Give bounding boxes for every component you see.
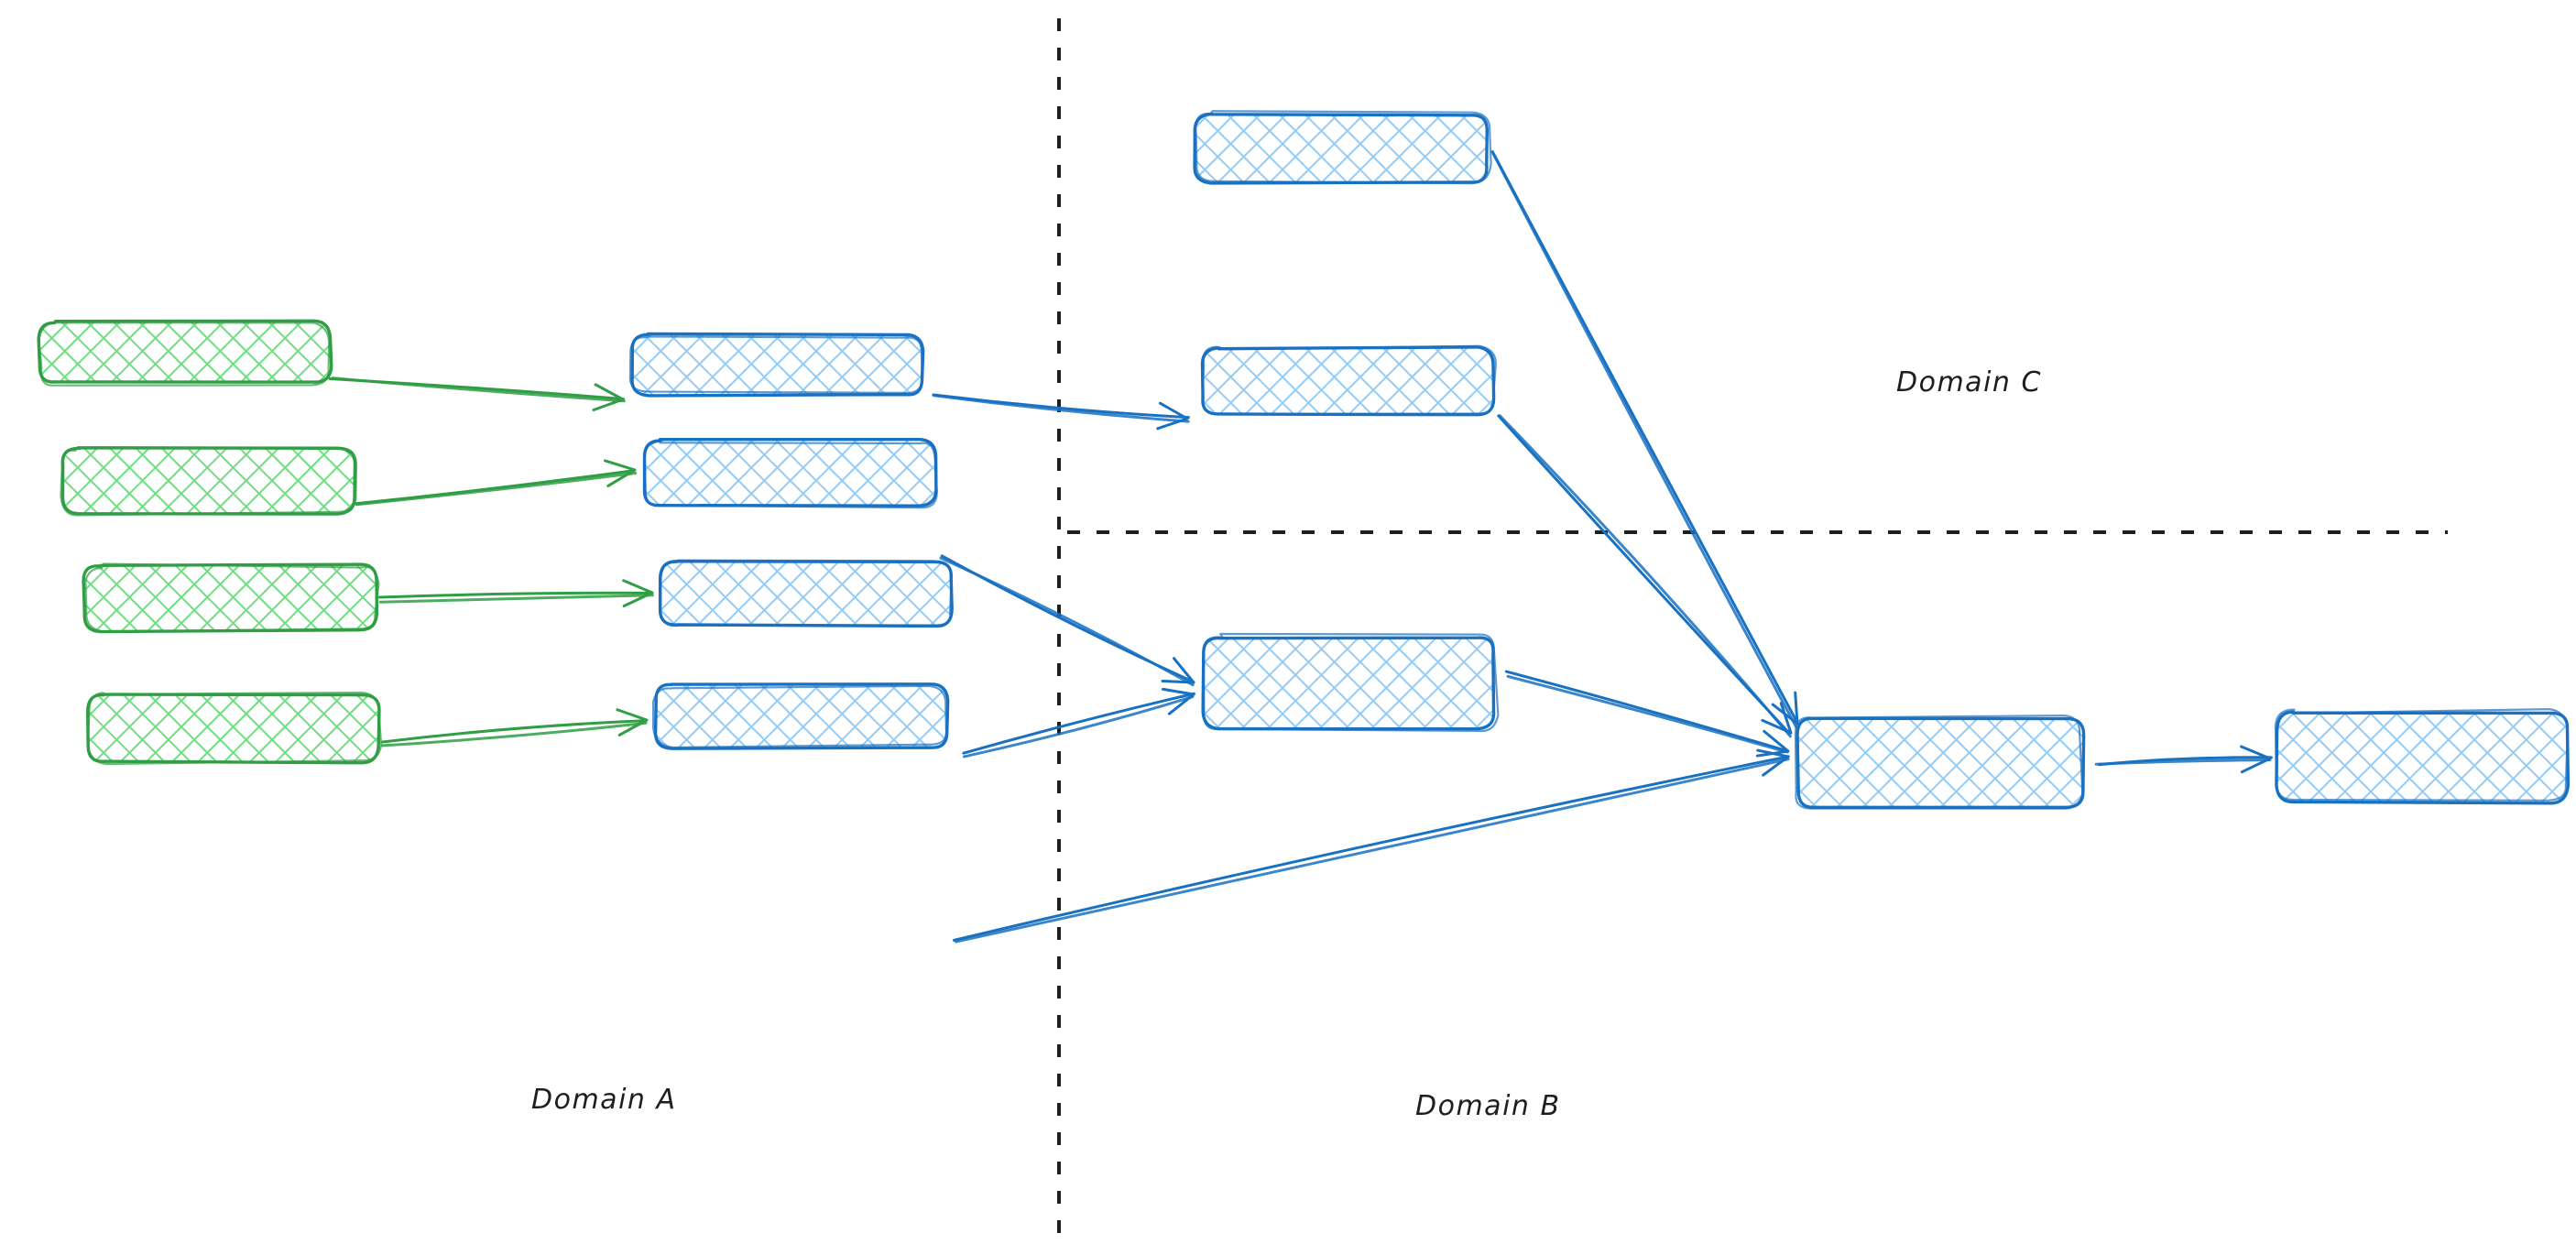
node-a4[interactable] (85, 691, 383, 766)
node-b3[interactable] (658, 559, 955, 628)
node-fill (632, 333, 923, 396)
label-domain-c: Domain C (1896, 366, 2042, 398)
node-outline (628, 335, 924, 395)
edge-a1-to-b1 (328, 376, 626, 411)
edge-a3-to-b3 (377, 579, 654, 607)
node-outline (651, 684, 948, 749)
node-h1[interactable] (2274, 708, 2571, 805)
edge-a2-to-b2 (355, 459, 638, 507)
edge-c1-to-g1 (1490, 150, 1799, 729)
node-fill (661, 561, 953, 625)
node-b4[interactable] (651, 682, 950, 750)
node-outline (660, 559, 953, 628)
node-b2[interactable] (642, 438, 938, 509)
node-outline (86, 691, 383, 766)
node-g1[interactable] (1794, 714, 2086, 810)
node-outline (37, 319, 333, 384)
node-c1[interactable] (1193, 110, 1492, 185)
node-outline (1794, 714, 2084, 810)
node-b1[interactable] (628, 332, 925, 398)
node-outline (643, 439, 938, 509)
node-fill (85, 565, 377, 631)
edge-b4-to-g1 (952, 748, 1790, 944)
node-outline (84, 562, 380, 633)
edge-c3-to-g1 (1504, 670, 1790, 758)
edge-a4-to-b4 (380, 708, 649, 748)
node-fill (1203, 347, 1494, 415)
node-a3[interactable] (82, 562, 380, 634)
node-c2[interactable] (1200, 344, 1497, 417)
edge-b1-to-c2 (932, 393, 1190, 431)
node-fill (38, 322, 330, 383)
domain-labels-layer: Domain A Domain B Domain C (531, 366, 2042, 1122)
edge-b3-to-c3 (962, 687, 1195, 758)
node-c3[interactable] (1201, 632, 1500, 733)
node-fill (1797, 718, 2083, 808)
node-outline (2274, 708, 2569, 802)
node-fill (644, 441, 935, 505)
node-outline (1201, 344, 1497, 416)
edge-c2-to-g1 (1497, 414, 1793, 738)
node-fill (1203, 638, 1494, 729)
node-fill (656, 685, 947, 748)
label-domain-a: Domain A (531, 1084, 676, 1116)
node-outline (1796, 716, 2086, 810)
edges-layer (328, 150, 2273, 944)
nodes-layer (37, 110, 2571, 810)
node-outline (38, 322, 331, 387)
node-a2[interactable] (60, 446, 358, 517)
node-outline (1195, 110, 1492, 185)
node-fill (87, 694, 378, 762)
node-outline (60, 446, 358, 517)
node-fill (2276, 713, 2568, 802)
node-fill (1195, 115, 1487, 182)
node-outline (1202, 632, 1500, 733)
dividers-layer (1057, 18, 2448, 1242)
edge-b2-to-c3 (939, 554, 1195, 687)
label-domain-b: Domain B (1415, 1090, 1561, 1122)
edge-g1-to-h1 (2094, 745, 2273, 774)
node-fill (62, 448, 354, 514)
node-a1[interactable] (37, 319, 333, 387)
